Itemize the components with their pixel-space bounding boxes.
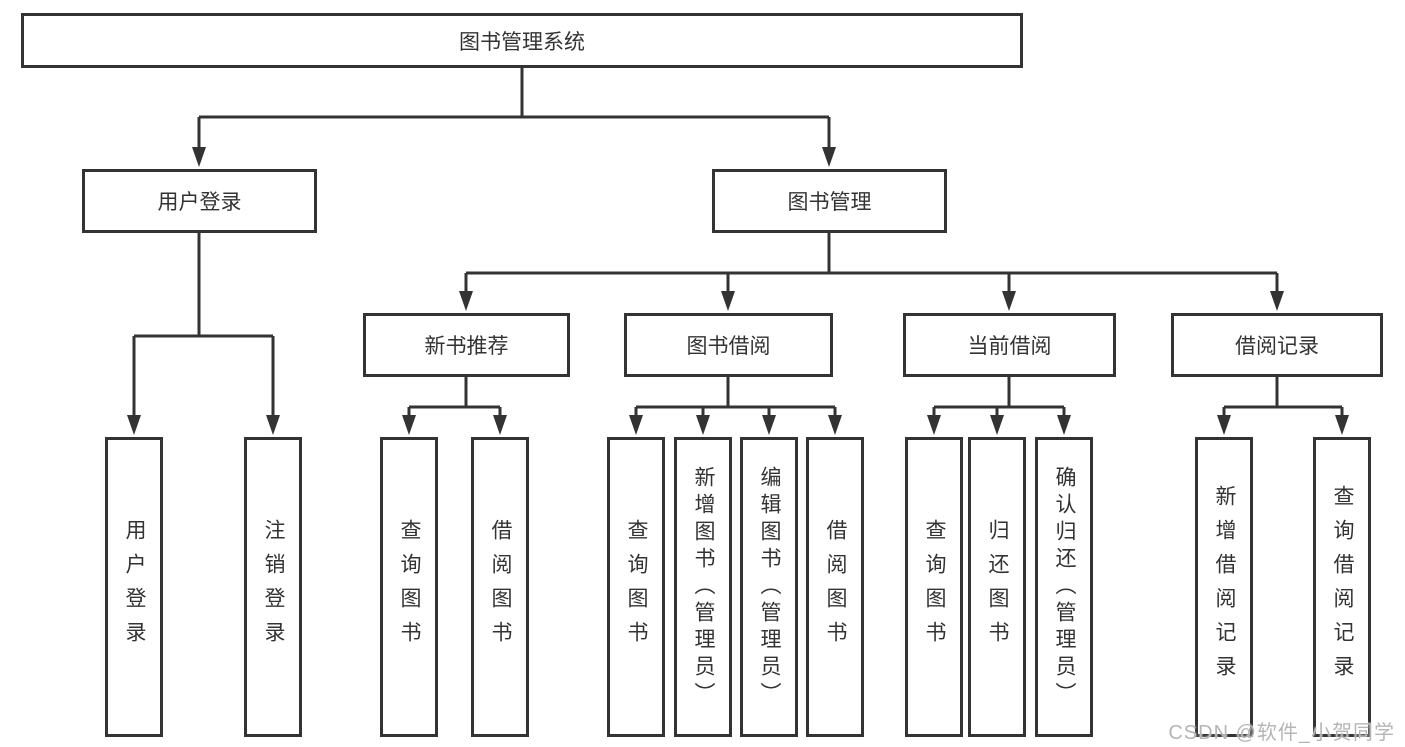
node-book-management: 图书管理 — [712, 169, 947, 233]
node-label: 用户登录 — [157, 191, 242, 214]
leaf-label: 确认归还（管理员） — [1053, 465, 1076, 709]
arrowhead-icon — [1057, 415, 1071, 435]
leaf-borrow-query-book: 查询图书 — [607, 437, 665, 737]
leaf-label: 借阅图书 — [824, 519, 847, 655]
leaf-current-confirm-return-admin: 确认归还（管理员） — [1035, 437, 1093, 737]
node-book-borrow: 图书借阅 — [624, 313, 833, 377]
node-borrow-record: 借阅记录 — [1171, 313, 1383, 377]
leaf-label: 查询图书 — [923, 519, 946, 655]
node-new-book-recommend: 新书推荐 — [363, 313, 570, 377]
node-label: 借阅记录 — [1235, 335, 1319, 358]
arrowhead-icon — [1270, 291, 1284, 311]
arrowhead-icon — [629, 415, 643, 435]
node-label: 当前借阅 — [967, 335, 1052, 358]
arrowhead-icon — [1217, 415, 1231, 435]
leaf-borrow-add-book-admin: 新增图书（管理员） — [674, 437, 732, 737]
leaf-label: 编辑图书（管理员） — [758, 465, 781, 709]
arrowhead-icon — [127, 415, 141, 435]
arrowhead-icon — [493, 415, 507, 435]
arrowhead-icon — [762, 415, 776, 435]
leaf-label: 归还图书 — [986, 519, 1009, 655]
leaf-logout: 注销登录 — [244, 437, 302, 737]
arrowhead-icon — [721, 291, 735, 311]
node-label: 图书管理系统 — [459, 30, 585, 54]
node-current-borrow: 当前借阅 — [903, 313, 1116, 377]
node-label: 图书借阅 — [686, 335, 771, 358]
leaf-label: 查询借阅记录 — [1331, 485, 1354, 689]
leaf-record-query-record: 查询借阅记录 — [1313, 437, 1371, 737]
arrowhead-icon — [1335, 415, 1349, 435]
leaf-user-login: 用户登录 — [105, 437, 163, 737]
leaf-label: 查询图书 — [398, 519, 421, 655]
connector-paths — [132, 68, 1344, 418]
watermark: CSDN @软件_小贺同学 — [1168, 722, 1395, 744]
node-label: 新书推荐 — [424, 335, 509, 358]
leaf-label: 查询图书 — [625, 519, 648, 655]
arrowhead-icon — [828, 415, 842, 435]
leaf-label: 借阅图书 — [489, 519, 512, 655]
leaf-newbook-query-book: 查询图书 — [380, 437, 438, 737]
arrowhead-icon — [192, 147, 206, 167]
arrowhead-icon — [822, 147, 836, 167]
leaf-borrow-borrow-book: 借阅图书 — [806, 437, 864, 737]
arrowhead-icon — [990, 415, 1004, 435]
leaf-borrow-edit-book-admin: 编辑图书（管理员） — [740, 437, 798, 737]
leaf-label: 注销登录 — [262, 519, 285, 655]
leaf-current-query-book: 查询图书 — [905, 437, 963, 737]
leaf-newbook-borrow-book: 借阅图书 — [471, 437, 529, 737]
leaf-label: 新增图书（管理员） — [692, 465, 715, 709]
leaf-record-add-record: 新增借阅记录 — [1195, 437, 1253, 737]
arrowhead-icon — [1002, 291, 1016, 311]
node-root-system: 图书管理系统 — [21, 13, 1023, 68]
leaf-current-return-book: 归还图书 — [968, 437, 1026, 737]
arrowhead-icon — [402, 415, 416, 435]
node-user-login: 用户登录 — [82, 169, 317, 233]
arrowhead-icon — [927, 415, 941, 435]
arrowhead-icon — [696, 415, 710, 435]
arrowhead-icon — [266, 415, 280, 435]
node-label: 图书管理 — [787, 191, 872, 214]
leaf-label: 新增借阅记录 — [1213, 485, 1236, 689]
leaf-label: 用户登录 — [123, 519, 146, 655]
arrowhead-icon — [459, 291, 473, 311]
